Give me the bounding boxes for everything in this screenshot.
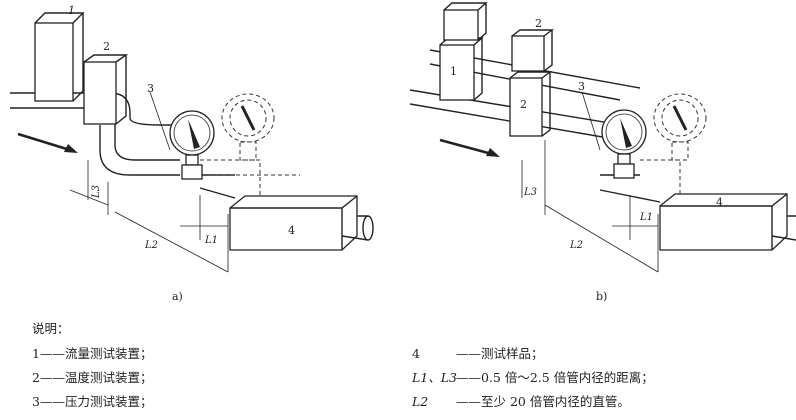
legend-text: ——压力测试装置； xyxy=(39,394,153,409)
label-4: 4 xyxy=(716,196,723,209)
legend-item-1: 1——流量测试装置； xyxy=(32,343,152,362)
legend-key: L1、L3 xyxy=(412,370,458,385)
flow-arrow-icon xyxy=(439,138,493,156)
legend-text: ——至少 20 倍管内径的直管。 xyxy=(456,394,630,409)
label-2: 2 xyxy=(103,40,110,53)
test-sample xyxy=(659,193,788,251)
legend-text: ——流量测试装置； xyxy=(39,346,153,361)
temperature-test-device xyxy=(509,77,543,137)
legend-item-3: 3——压力测试装置； xyxy=(32,391,152,410)
legend-text: ——温度测试装置； xyxy=(39,370,153,385)
figure-b: 1 2 2 3 4 L3 L1 L2 xyxy=(409,2,796,273)
alternate-gauge-position xyxy=(652,92,708,162)
test-sample xyxy=(229,195,358,251)
label-L2: L2 xyxy=(569,240,583,251)
label-L3: L3 xyxy=(523,187,537,198)
label-L2: L2 xyxy=(144,240,158,251)
flow-test-device xyxy=(439,44,475,101)
label-3: 3 xyxy=(147,82,154,95)
label-1: 1 xyxy=(68,4,75,17)
flow-arrow-icon xyxy=(17,132,71,152)
label-L3: L3 xyxy=(91,185,102,199)
caption-b: b) xyxy=(596,290,608,303)
flow-test-device xyxy=(34,22,74,102)
legend-item-5: L1、L3——0.5 倍～2.5 倍管内径的距离； xyxy=(412,367,654,386)
alternate-gauge-position xyxy=(220,92,276,162)
legend-key: 4 xyxy=(412,346,420,361)
legend-text: ——测试样品； xyxy=(456,346,544,361)
caption-a: a) xyxy=(172,290,183,303)
pressure-gauge xyxy=(169,110,215,180)
label-L1: L1 xyxy=(639,212,653,223)
pressure-gauge xyxy=(601,109,647,179)
label-3: 3 xyxy=(578,80,585,93)
label-4: 4 xyxy=(288,224,295,237)
label-L1: L1 xyxy=(204,235,218,246)
legend-key: L2 xyxy=(412,394,429,409)
label-2-lower: 2 xyxy=(520,98,527,111)
legend-key: 1 xyxy=(32,346,40,361)
temperature-test-device xyxy=(83,61,117,125)
legend-item-2: 2——温度测试装置； xyxy=(32,367,152,386)
figure-a: 1 2 3 4 L3 L1 L2 xyxy=(10,4,374,273)
legend-item-6: L2 ——至少 20 倍管内径的直管。 xyxy=(412,391,630,410)
legend-key: 2 xyxy=(32,370,40,385)
legend-title: 说明： xyxy=(32,321,70,336)
label-1: 1 xyxy=(450,65,457,78)
legend-key: 3 xyxy=(32,394,40,409)
label-2: 2 xyxy=(535,17,542,30)
legend-item-4: 4 ——测试样品； xyxy=(412,343,544,362)
legend-text: ——0.5 倍～2.5 倍管内径的距离； xyxy=(456,370,654,385)
